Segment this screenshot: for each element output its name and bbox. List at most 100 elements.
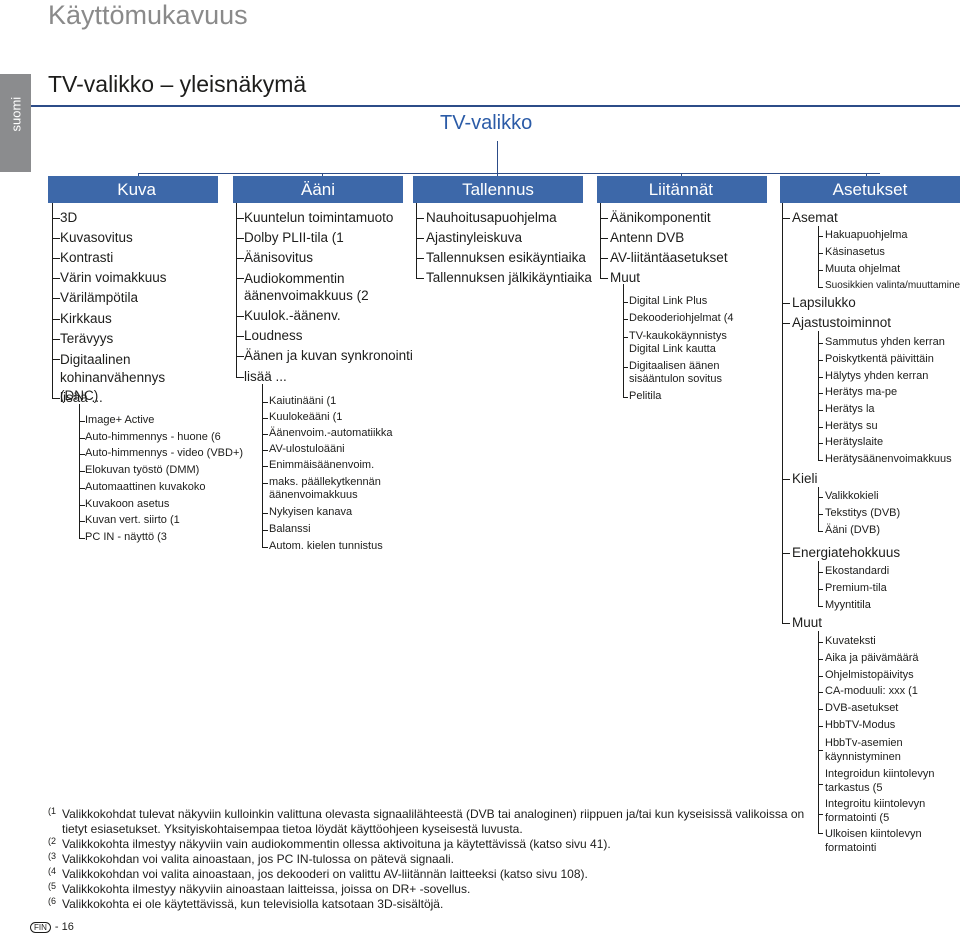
- page-number-value: - 16: [54, 921, 74, 933]
- section-rule: [31, 105, 960, 107]
- muut-subitem[interactable]: Ulkoisen kiintolevyn formatointi: [825, 828, 922, 854]
- ajastus-subitem[interactable]: Sammutus yhden kerran: [825, 336, 945, 348]
- page-title: Käyttömukavuus: [48, 0, 248, 30]
- ajastus-subitem[interactable]: Herätys la: [825, 403, 875, 415]
- kuva-item[interactable]: 3D: [60, 210, 78, 225]
- kuva-item[interactable]: Kontrasti: [60, 250, 114, 265]
- aani-subitem[interactable]: maks. päällekytkennän äänenvoimakkuus: [269, 476, 381, 501]
- asetukset-group-kieli[interactable]: Kieli: [792, 471, 818, 486]
- asetukset-group-lapsilukko[interactable]: Lapsilukko: [792, 295, 856, 310]
- tree-line-energia: [818, 561, 819, 606]
- kieli-subitem[interactable]: Ääni (DVB): [825, 524, 881, 536]
- tallennus-item[interactable]: Nauhoitusapuohjelma: [426, 210, 557, 225]
- aani-subitem[interactable]: Kuulokeääni (1: [269, 411, 343, 423]
- aani-item[interactable]: Audiokommentin äänenvoimakkuus (2: [244, 271, 369, 303]
- kuva-subitem[interactable]: Auto-himmennys - video (VBD+): [85, 447, 244, 459]
- footnote-mark: (6: [48, 896, 57, 906]
- liitannat-subitem[interactable]: Digitaalisen äänen sisääntulon sovitus: [629, 360, 722, 385]
- muut-subitem[interactable]: DVB-asetukset: [825, 702, 899, 714]
- muut-subitem[interactable]: HbbTv-asemien käynnistyminen: [825, 737, 903, 763]
- ajastus-subitem[interactable]: Herätys ma-pe: [825, 386, 898, 398]
- liitannat-item[interactable]: AV-liitäntäasetukset: [610, 250, 728, 265]
- asetukset-group-asemat[interactable]: Asemat: [792, 210, 838, 225]
- aani-item[interactable]: Loudness: [244, 328, 303, 343]
- tree-line-kieli: [818, 487, 819, 531]
- ajastus-subitem[interactable]: Herätys su: [825, 420, 878, 432]
- liitannat-item-muut[interactable]: Muut: [610, 270, 641, 285]
- kuva-item[interactable]: Kirkkaus: [60, 311, 112, 326]
- aani-item[interactable]: Äänen ja kuvan synkronointi: [244, 348, 413, 363]
- fin-badge: FIN: [30, 922, 51, 933]
- kuva-subitem[interactable]: Image+ Active: [85, 414, 155, 426]
- asetukset-group-energia[interactable]: Energiatehokkuus: [792, 545, 901, 560]
- muut-subitem[interactable]: Integroidun kiintolevyn tarkastus (5: [825, 768, 935, 794]
- column-header-kuva: Kuva: [48, 176, 218, 203]
- ajastus-subitem[interactable]: Herätyslaite: [825, 436, 884, 448]
- footnote-3: Valikkokohdan voi valita ainoastaan, jos…: [62, 852, 455, 866]
- liitannat-subitem[interactable]: Digital Link Plus: [629, 295, 708, 307]
- aani-subitem[interactable]: Kaiutinääni (1: [269, 395, 337, 407]
- liitannat-subitem[interactable]: TV-kaukokäynnistys Digital Link kautta: [629, 330, 727, 355]
- muut-subitem[interactable]: Kuvateksti: [825, 635, 876, 647]
- energia-subitem[interactable]: Myyntitila: [825, 599, 871, 611]
- aani-subitem[interactable]: AV-ulostuloääni: [269, 443, 345, 455]
- kuva-subitem[interactable]: Kuvakoon asetus: [85, 498, 170, 510]
- footnote-mark: (4: [48, 866, 57, 876]
- aani-item[interactable]: Dolby PLII-tila (1: [244, 230, 344, 245]
- aani-item[interactable]: Äänisovitus: [244, 250, 314, 265]
- kieli-subitem[interactable]: Tekstitys (DVB): [825, 507, 901, 519]
- asemat-subitem[interactable]: Muuta ohjelmat: [825, 263, 901, 275]
- liitannat-item[interactable]: Äänikomponentit: [610, 210, 711, 225]
- footnote-mark: (1: [48, 806, 57, 816]
- kuva-subitem[interactable]: PC IN - näyttö (3: [85, 531, 167, 543]
- tallennus-item[interactable]: Ajastinyleiskuva: [426, 230, 523, 245]
- footnote-1: Valikkokohdat tulevat näkyviin kulloinki…: [62, 807, 805, 821]
- footnote-2: Valikkokohta ilmestyy näkyviin vain audi…: [62, 837, 611, 851]
- muut-subitem[interactable]: HbbTV-Modus: [825, 719, 896, 731]
- tallennus-item[interactable]: Tallennuksen jälkikäyntiaika: [426, 270, 592, 285]
- kuva-subitem[interactable]: Elokuvan työstö (DMM): [85, 464, 200, 476]
- liitannat-item[interactable]: Antenn DVB: [610, 230, 685, 245]
- footnote-4: Valikkokohdan voi valita ainoastaan, jos…: [62, 867, 588, 881]
- tree-line-asetukset: [782, 203, 783, 623]
- asetukset-group-ajastus[interactable]: Ajastustoiminnot: [792, 315, 892, 330]
- kieli-subitem[interactable]: Valikkokieli: [825, 490, 879, 502]
- kuva-item[interactable]: Terävyys: [60, 331, 114, 346]
- section-title: TV-valikko – yleisnäkymä: [48, 71, 307, 97]
- kuva-item[interactable]: Värin voimakkuus: [60, 270, 167, 285]
- liitannat-subitem[interactable]: Pelitila: [629, 390, 662, 402]
- aani-subitem[interactable]: Autom. kielen tunnistus: [269, 540, 383, 552]
- language-tab-label: suomi: [8, 96, 24, 132]
- aani-subitem[interactable]: Balanssi: [269, 523, 311, 535]
- aani-item[interactable]: Kuulok.-äänenv.: [244, 308, 341, 323]
- aani-item-more[interactable]: lisää ...: [244, 369, 287, 384]
- aani-subitem[interactable]: Enimmäisäänenvoim.: [269, 459, 375, 471]
- asetukset-group-muut[interactable]: Muut: [792, 615, 823, 630]
- asemat-subitem[interactable]: Hakuapuohjelma: [825, 229, 908, 241]
- aani-subitem[interactable]: Nykyisen kanava: [269, 506, 353, 518]
- kuva-item[interactable]: Värilämpötila: [60, 290, 139, 305]
- kuva-subitem[interactable]: Automaattinen kuvakoko: [85, 481, 206, 493]
- liitannat-subitem[interactable]: Dekooderiohjelmat (4: [629, 312, 734, 324]
- kuva-subitem[interactable]: Kuvan vert. siirto (1: [85, 514, 180, 526]
- ajastus-subitem[interactable]: Poiskytkentä päivittäin: [825, 353, 934, 365]
- ajastus-subitem[interactable]: Hälytys yhden kerran: [825, 370, 929, 382]
- energia-subitem[interactable]: Premium-tila: [825, 582, 887, 594]
- asemat-subitem[interactable]: Käsinasetus: [825, 246, 885, 258]
- aani-subitem[interactable]: Äänenvoim.-automatiikka: [269, 427, 393, 439]
- muut-subitem[interactable]: Ohjelmistopäivitys: [825, 669, 914, 681]
- energia-subitem[interactable]: Ekostandardi: [825, 565, 890, 577]
- muut-subitem[interactable]: CA-moduuli: xxx (1: [825, 685, 918, 697]
- muut-subitem[interactable]: Integroitu kiintolevyn formatointi (5: [825, 798, 926, 824]
- aani-item[interactable]: Kuuntelun toimintamuoto: [244, 210, 394, 225]
- asemat-subitem[interactable]: Suosikkien valinta/muuttaminen: [825, 280, 960, 291]
- muut-subitem[interactable]: Aika ja päivämäärä: [825, 652, 919, 664]
- kuva-item-more[interactable]: lisää ...: [60, 390, 103, 405]
- tallennus-item[interactable]: Tallennuksen esikäyntiaika: [426, 250, 586, 265]
- tv-menu-label: TV-valikko: [440, 112, 533, 134]
- footnote-1-cont: tietyt esiasetukset. Yksityiskohtaisempa…: [62, 822, 523, 836]
- kuva-item[interactable]: Digitaalinen kohinanvähennys (DNC): [60, 352, 166, 403]
- ajastus-subitem[interactable]: Herätysäänenvoimakkuus: [825, 453, 952, 465]
- kuva-subitem[interactable]: Auto-himmennys - huone (6: [85, 431, 221, 443]
- kuva-item[interactable]: Kuvasovitus: [60, 230, 133, 245]
